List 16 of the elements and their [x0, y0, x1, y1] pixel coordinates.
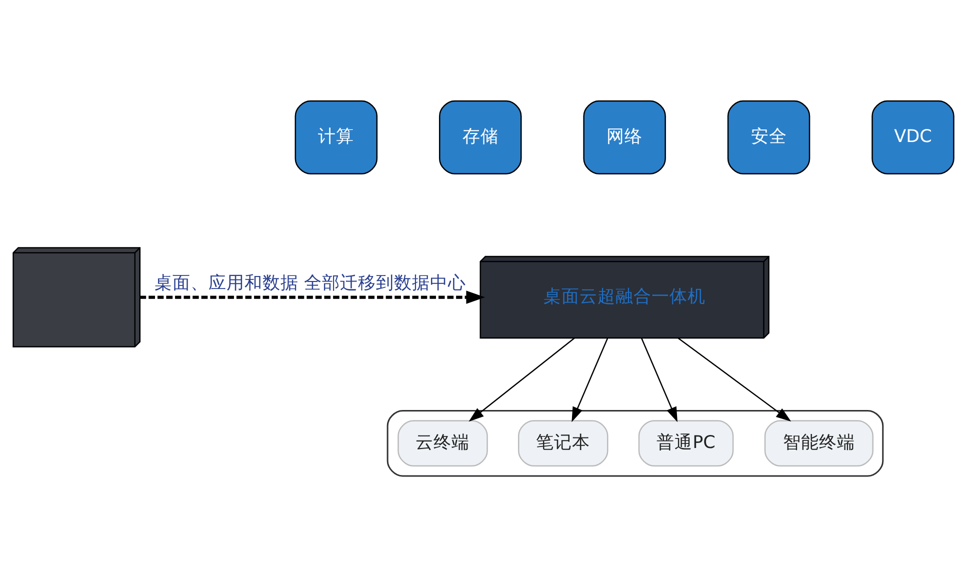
cluster: [386, 410, 884, 477]
edge-label: 桌面、应用和数据 全部迁移到数据中心: [154, 274, 466, 294]
arrow: [640, 338, 678, 422]
node-box: 普通PC: [638, 420, 734, 467]
node-box: VDC: [872, 100, 954, 174]
node-box: 安全: [727, 100, 810, 174]
node-box: 存储: [438, 100, 522, 174]
node-box: 网络: [583, 100, 666, 174]
arrow: [468, 338, 575, 422]
arrow: [678, 338, 792, 422]
arrow: [572, 338, 608, 422]
node-box: 云终端: [398, 420, 488, 467]
node-box: 智能终端: [764, 420, 874, 467]
arrow: [140, 290, 486, 304]
node-box: 笔记本: [518, 420, 608, 467]
node-box: 计算: [294, 100, 378, 174]
